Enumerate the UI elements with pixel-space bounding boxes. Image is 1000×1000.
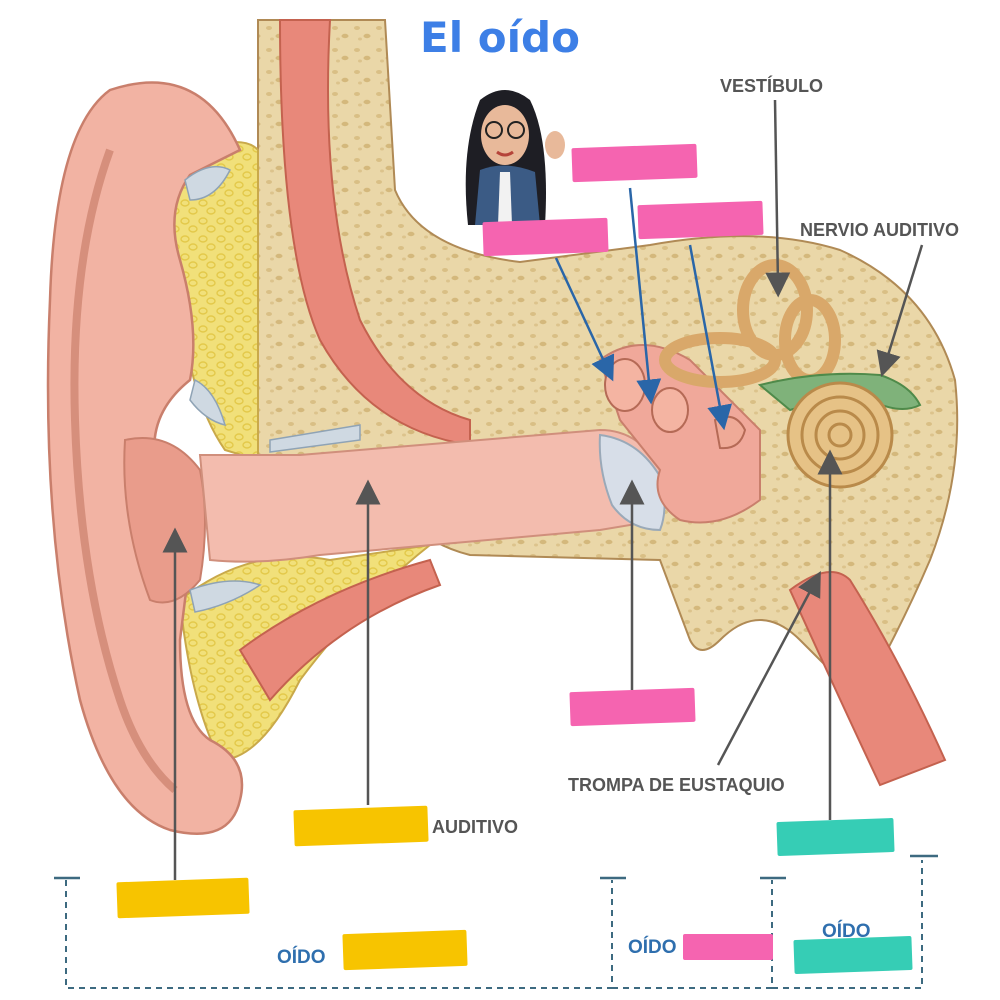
page-title: El oído xyxy=(420,13,580,62)
answer-box-pink-3[interactable] xyxy=(482,217,609,257)
label-oido-externo: OÍDO xyxy=(277,946,326,968)
answer-box-yellow-1[interactable] xyxy=(293,805,429,847)
arrow-martillo xyxy=(554,257,615,382)
bracket-oido-interno xyxy=(772,860,923,989)
teacher-avatar xyxy=(465,90,565,225)
answer-box-teal-1[interactable] xyxy=(776,818,895,856)
muscle-band-lower xyxy=(238,558,442,702)
cochlea-turn xyxy=(827,422,853,448)
arrow-trompa xyxy=(716,570,821,766)
cartilage-highlight xyxy=(269,424,361,453)
pinna-fold xyxy=(70,148,178,794)
answer-box-yellow-3[interactable] xyxy=(342,929,468,971)
arrow-vestibulo xyxy=(765,99,791,298)
label-trompa-eustaquio: TROMPA DE EUSTAQUIO xyxy=(568,775,785,795)
cartilage-highlight xyxy=(189,580,262,613)
label-vestibulo: VESTÍBULO xyxy=(720,75,823,96)
label-oido-medio: OÍDO xyxy=(628,936,677,958)
answer-box-pink-1[interactable] xyxy=(571,143,698,183)
arrow-estribo xyxy=(688,244,733,431)
answer-box-teal-2[interactable] xyxy=(793,936,913,974)
arrow-nervio xyxy=(876,244,924,377)
answer-box-pink-5[interactable] xyxy=(683,934,773,960)
arrow-yunque xyxy=(628,187,662,405)
cartilage-highlight xyxy=(184,165,232,201)
answer-box-pink-2[interactable] xyxy=(637,200,764,240)
cartilage-highlight xyxy=(189,378,227,427)
answer-box-pink-4[interactable] xyxy=(569,687,696,727)
cochlea xyxy=(786,381,894,489)
label-auditivo: AUDITIVO xyxy=(432,817,518,837)
malleus xyxy=(604,358,646,412)
label-nervio-auditivo: NERVIO AUDITIVO xyxy=(800,220,959,240)
incus xyxy=(651,387,689,433)
concha xyxy=(123,437,206,604)
answer-box-yellow-2[interactable] xyxy=(116,877,250,919)
bracket-oido-externo xyxy=(65,880,613,989)
semicircular-canal-2 xyxy=(659,332,781,388)
label-oido-interno: OÍDO xyxy=(822,920,871,942)
